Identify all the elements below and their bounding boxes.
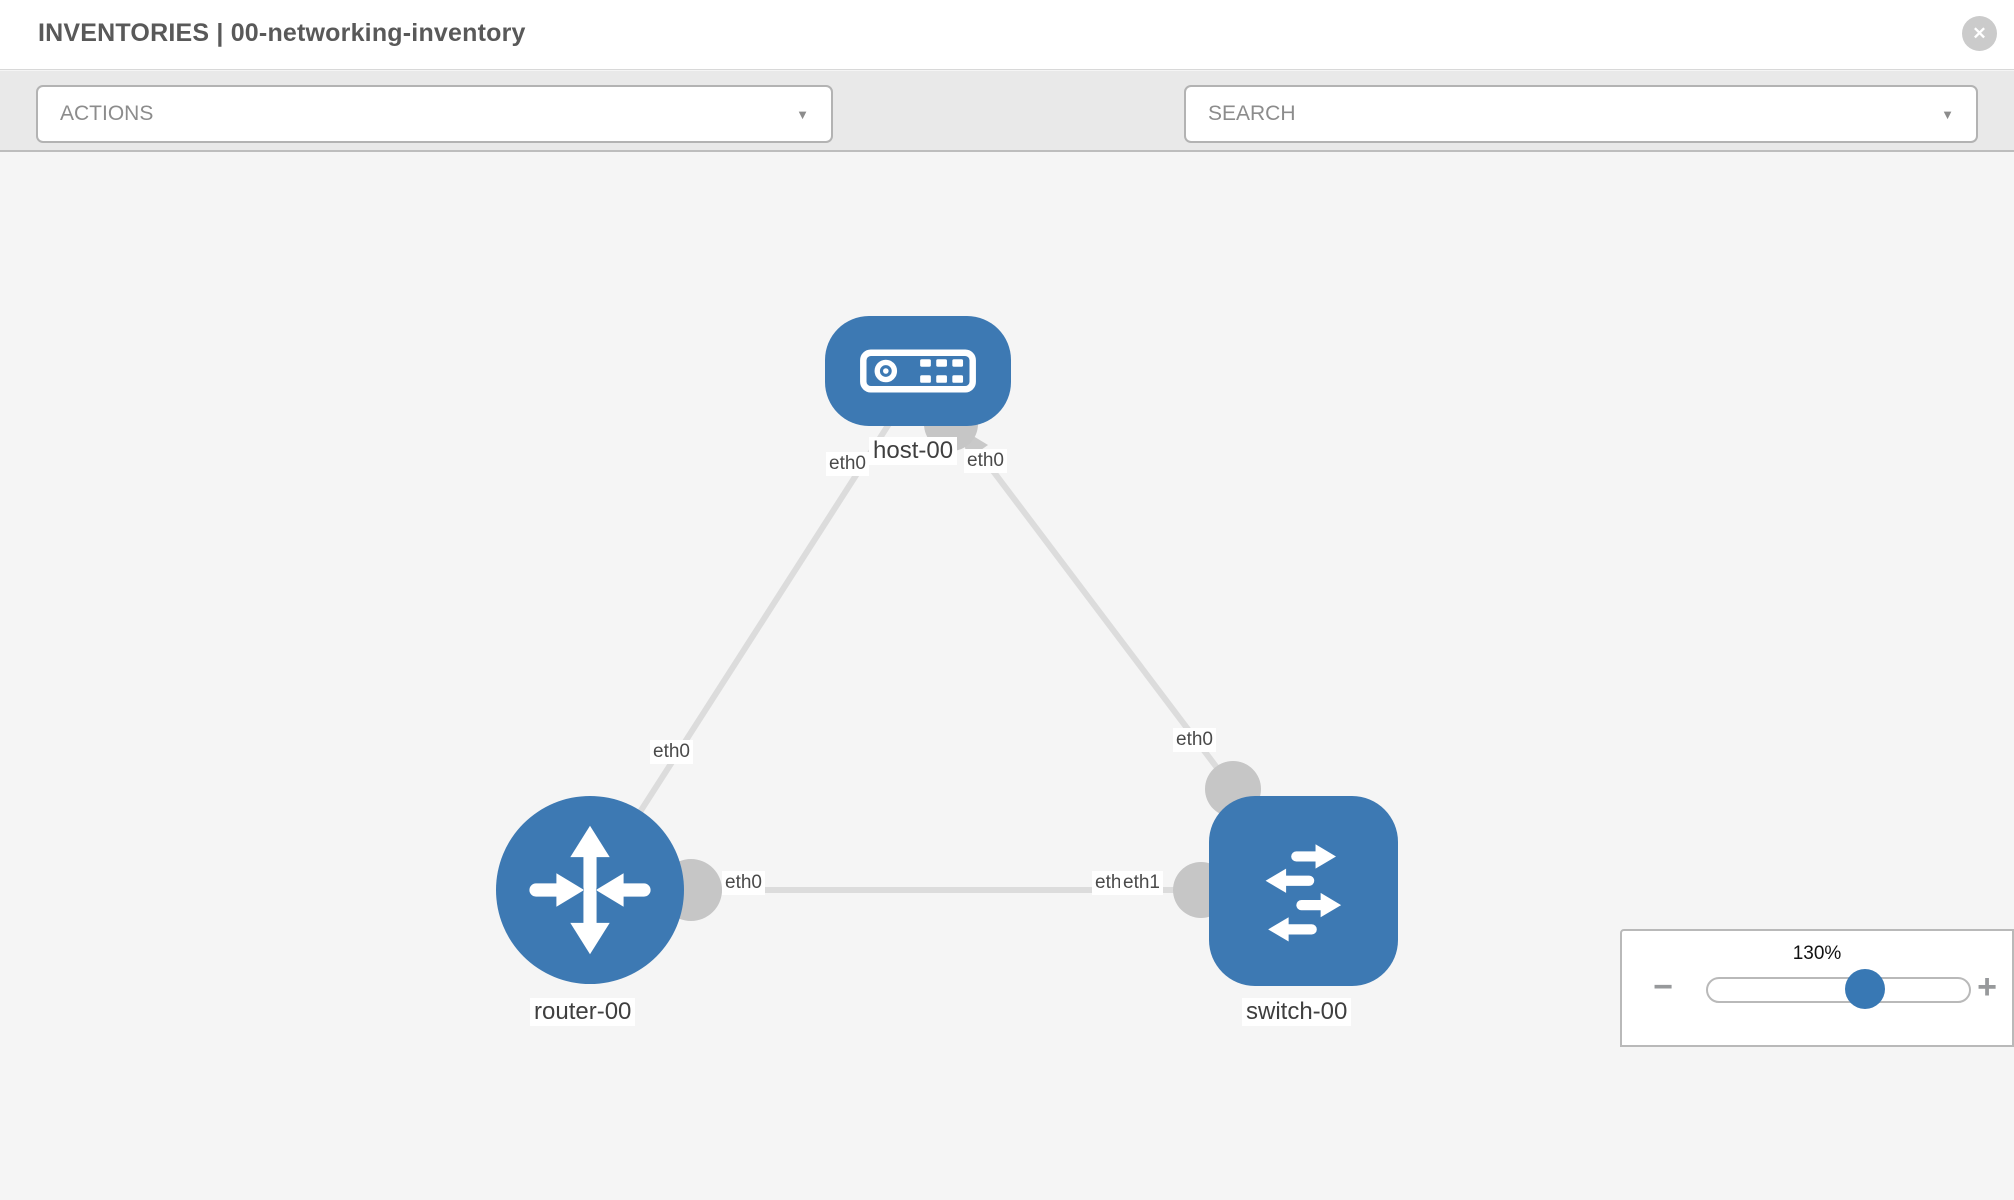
node-label-router-00: router-00 — [530, 998, 636, 1026]
zoom-slider-track[interactable] — [1706, 977, 1971, 1003]
zoom-percentage: 130% — [1792, 943, 1842, 964]
switch-icon — [1265, 844, 1341, 942]
port-label-eth0: eth0 — [826, 452, 869, 476]
node-label-host-00: host-00 — [869, 437, 958, 465]
actions-dropdown[interactable]: ACTIONS ▼ — [36, 85, 833, 143]
port-label-eth1: eth1 — [1120, 871, 1163, 895]
node-label-switch-00: switch-00 — [1242, 998, 1352, 1026]
zoom-out-button[interactable]: − — [1653, 968, 1673, 1006]
router-icon — [529, 825, 651, 955]
toolbar: ACTIONS ▼ SEARCH ▼ — [0, 71, 2014, 198]
node-switch-00[interactable] — [1209, 796, 1398, 986]
chevron-down-icon: ▼ — [796, 106, 809, 122]
search-dropdown[interactable]: SEARCH ▼ — [1184, 85, 1978, 143]
port-label-eth0: eth0 — [1173, 728, 1216, 752]
header: INVENTORIES | 00-networking-inventory ✕ — [0, 0, 2014, 70]
close-icon: ✕ — [1972, 23, 1987, 43]
topology-canvas[interactable]: host-00 router-00 switch-00 eth0 eth0 et… — [0, 153, 2014, 1200]
node-host-00[interactable] — [825, 316, 1011, 426]
search-placeholder: SEARCH — [1208, 102, 1296, 125]
node-router-00[interactable] — [496, 796, 684, 984]
page-title: INVENTORIES | 00-networking-inventory — [38, 19, 526, 47]
actions-dropdown-label: ACTIONS — [60, 102, 154, 125]
close-button[interactable]: ✕ — [1962, 16, 1997, 51]
port-label-eth0: eth0 — [722, 871, 765, 895]
chevron-down-icon: ▼ — [1941, 106, 1954, 122]
zoom-control-panel: 130% − + — [1620, 929, 2014, 1047]
port-label-eth0: eth0 — [964, 449, 1007, 473]
zoom-slider-handle[interactable] — [1845, 969, 1885, 1009]
zoom-in-button[interactable]: + — [1977, 968, 1997, 1006]
host-icon — [860, 349, 976, 393]
port-label-eth0: eth0 — [650, 740, 693, 764]
